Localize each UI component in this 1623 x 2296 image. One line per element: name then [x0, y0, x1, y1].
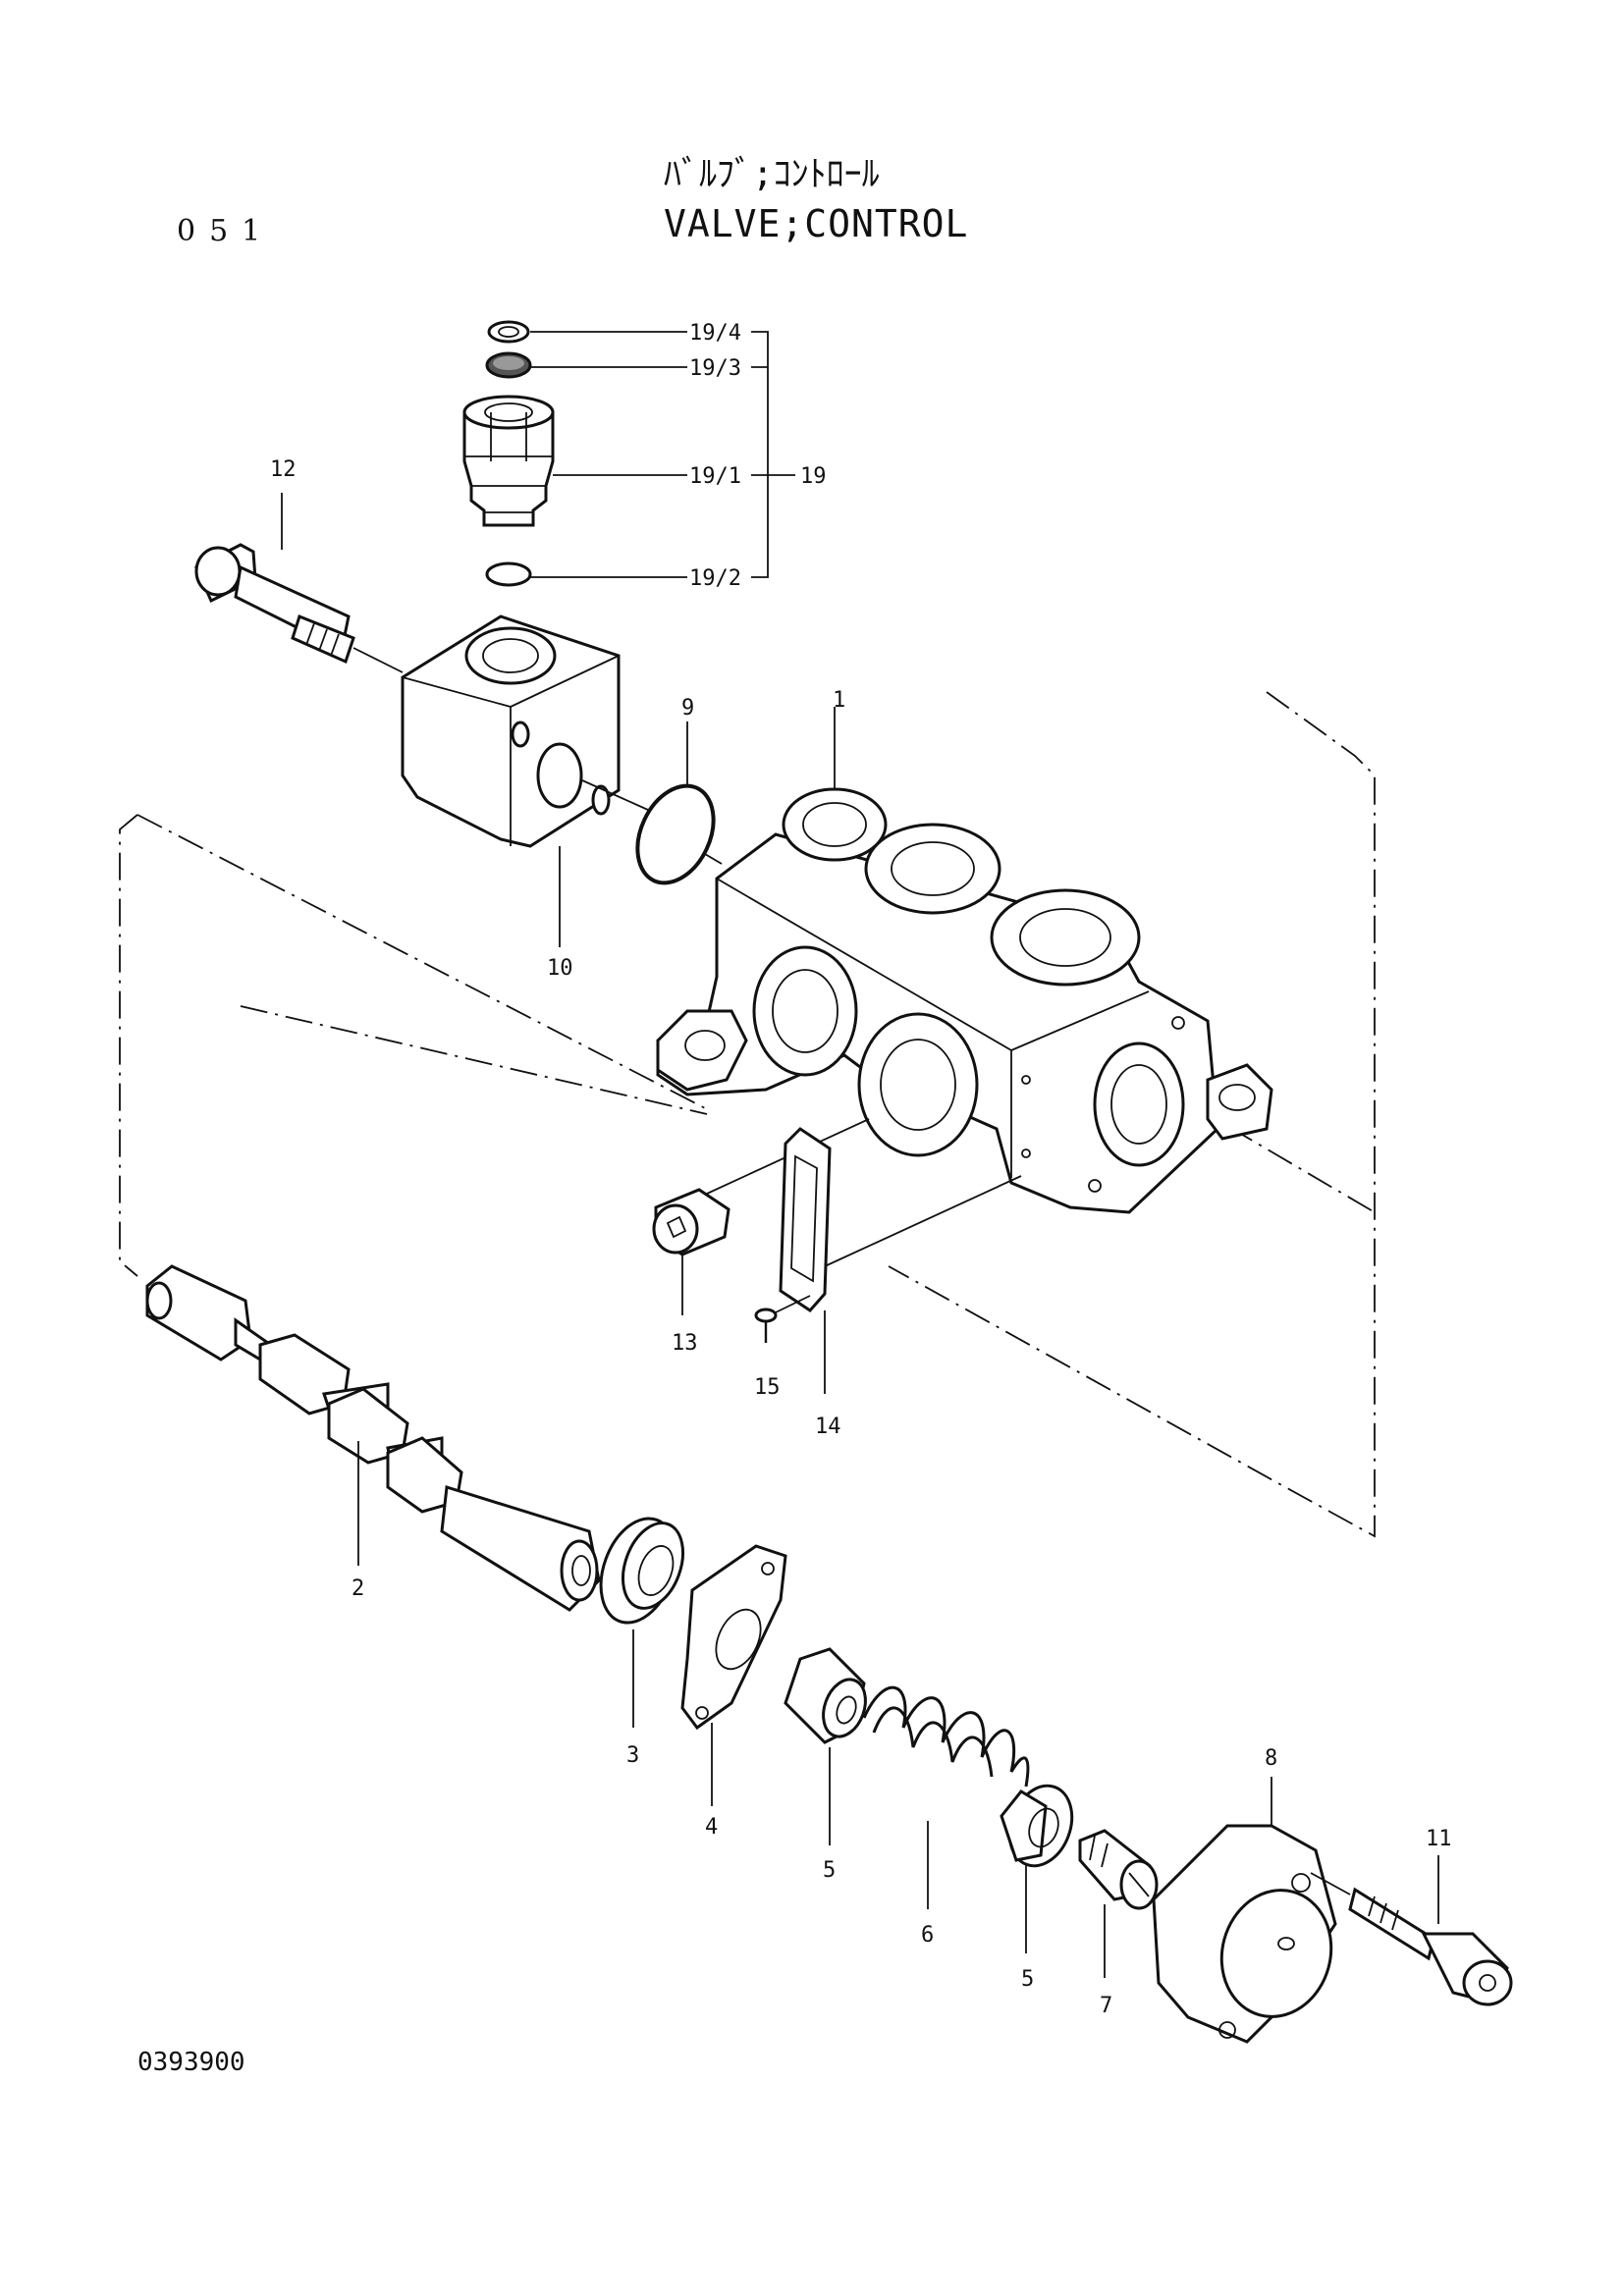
figure-code: 0393900 — [137, 2048, 245, 2077]
callout-19-4: 19/4 — [689, 321, 741, 346]
cap-8 — [1152, 1777, 1337, 2044]
spring-6 — [862, 1685, 1030, 1909]
bolt-12 — [194, 493, 404, 673]
o-ring-19-2 — [485, 561, 532, 587]
spool-2 — [145, 1264, 601, 1612]
callout-bracket-19 — [530, 331, 795, 578]
callout-14: 14 — [815, 1415, 841, 1439]
filter-screen-19-3 — [485, 351, 532, 379]
callout-19: 19 — [800, 464, 827, 489]
spring-seat-5b — [1000, 1784, 1074, 1953]
callout-5a: 5 — [823, 1858, 836, 1883]
callout-19-2: 19/2 — [689, 566, 741, 591]
callout-19-3: 19/3 — [689, 356, 741, 381]
assembly-reference-lines — [119, 691, 1376, 1538]
callout-13: 13 — [672, 1331, 698, 1356]
fitting-19-1 — [462, 395, 555, 527]
valve-block-10 — [401, 614, 649, 947]
callout-11: 11 — [1426, 1827, 1452, 1851]
name-plate-14 — [779, 1127, 1022, 1394]
screw-7 — [1078, 1829, 1159, 1978]
callout-10: 10 — [547, 956, 573, 981]
callout-6: 6 — [921, 1923, 934, 1948]
callout-5b: 5 — [1021, 1967, 1034, 1992]
callout-7: 7 — [1100, 1994, 1112, 2018]
plug-13 — [652, 1118, 870, 1315]
callout-4: 4 — [705, 1815, 718, 1840]
bolt-11 — [1310, 1855, 1513, 2006]
title-japanese: ﾊﾞﾙﾌﾞ;ｺﾝﾄﾛｰﾙ — [664, 154, 880, 194]
seal-3 — [599, 1517, 684, 1728]
callout-1: 1 — [833, 688, 845, 713]
callout-19-1: 19/1 — [689, 464, 741, 489]
spring-seat-5a — [784, 1647, 867, 1845]
callout-8: 8 — [1265, 1746, 1277, 1771]
page-title: VALVE;CONTROL — [664, 202, 969, 245]
snap-ring-19-4 — [487, 320, 530, 344]
valve-body-1 — [656, 707, 1273, 1214]
callout-labels: 1 2 3 4 5 6 5 7 8 9 10 11 12 13 14 15 19… — [270, 321, 1452, 2018]
o-ring-9 — [635, 721, 723, 885]
rivet-15 — [754, 1295, 811, 1343]
page-number: 051 — [177, 214, 275, 248]
callout-9: 9 — [681, 696, 694, 721]
callout-15: 15 — [754, 1375, 781, 1400]
callout-3: 3 — [626, 1743, 639, 1768]
plate-4 — [680, 1544, 787, 1806]
callout-2: 2 — [352, 1576, 364, 1601]
callout-12: 12 — [270, 457, 297, 482]
